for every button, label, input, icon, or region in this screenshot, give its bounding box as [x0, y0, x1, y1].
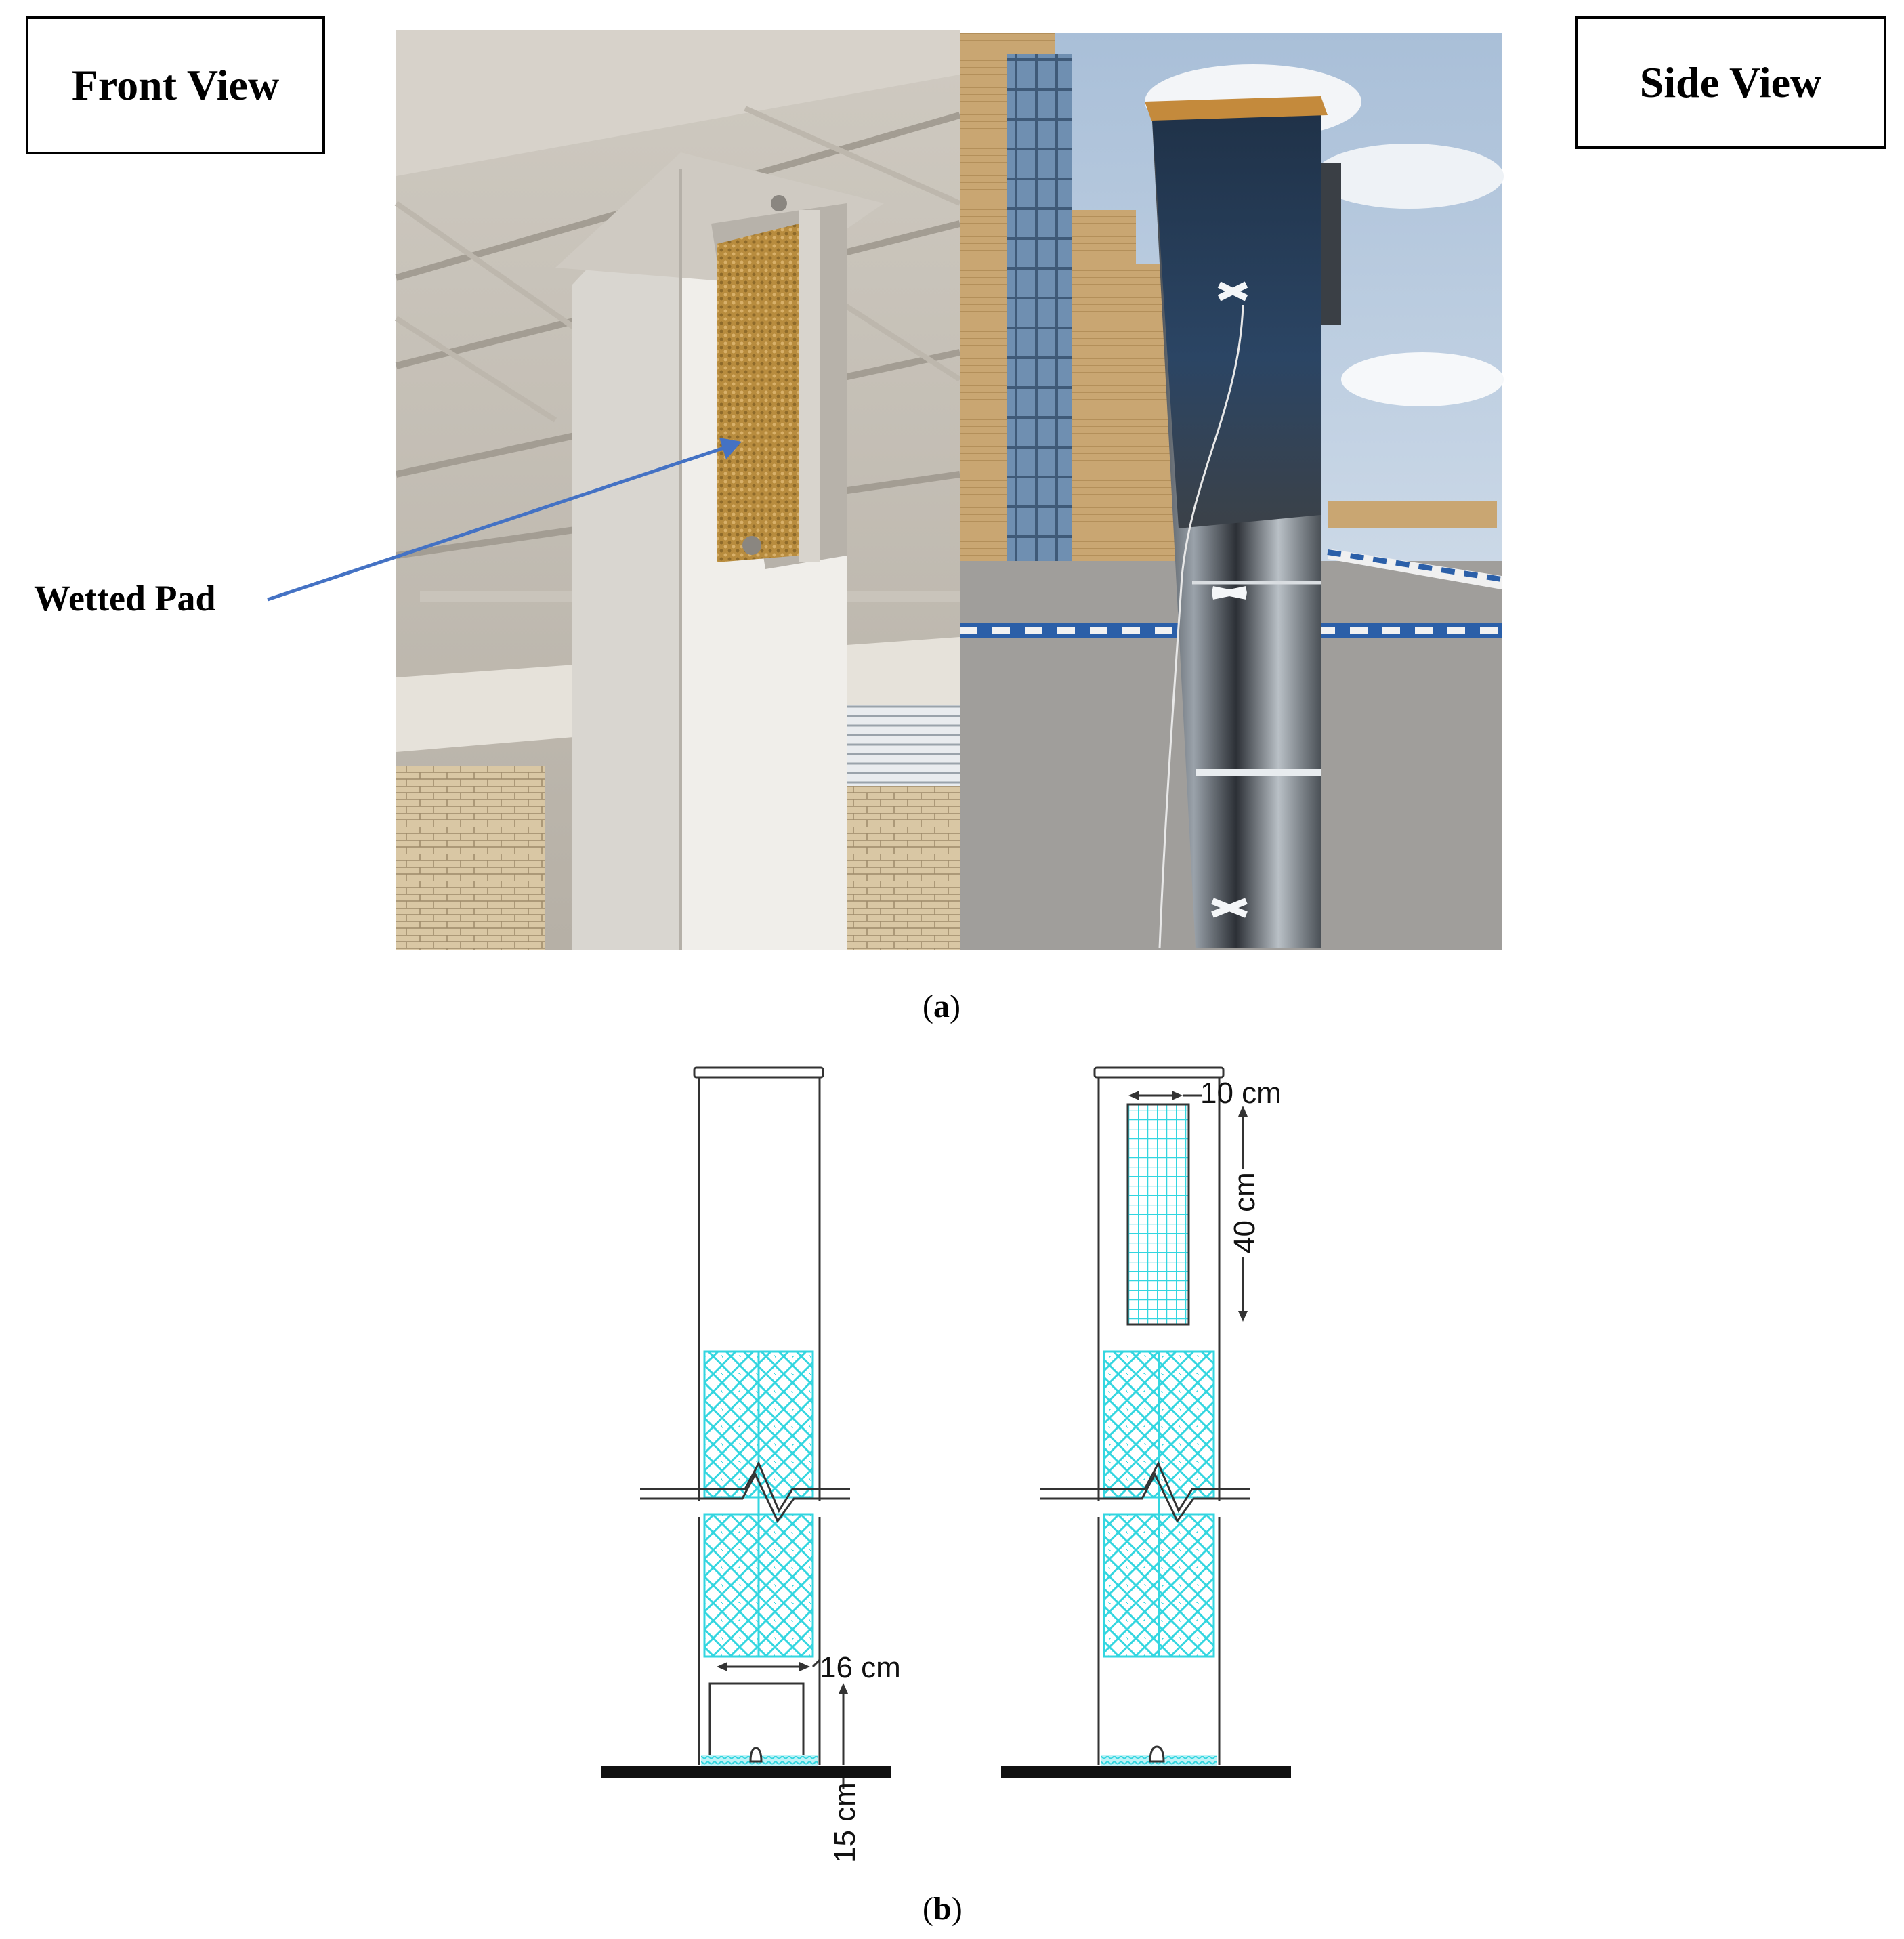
- side-drawing: 10 cm 40 cm: [1001, 1066, 1291, 1778]
- front-drawing: 16 cm 15 cm: [601, 1066, 901, 1863]
- wetted-pad-arrow: [267, 438, 742, 602]
- dim-15cm: 15 cm: [828, 1782, 862, 1863]
- dim-40cm: 40 cm: [1228, 1172, 1261, 1253]
- caption-b: (b): [923, 1891, 962, 1927]
- front-view-label: Front View: [71, 61, 280, 109]
- wetted-pad-label: Wetted Pad: [34, 578, 216, 619]
- front-view-photo: [394, 30, 962, 950]
- caption-a: (a): [923, 988, 960, 1024]
- dim-10cm: 10 cm: [1200, 1077, 1282, 1110]
- side-view-label: Side View: [1639, 58, 1822, 106]
- front-view-label-box: Front View: [26, 16, 325, 154]
- side-view-label-box: Side View: [1575, 16, 1886, 149]
- dim-16cm: 16 cm: [820, 1651, 901, 1684]
- side-view-photo: [960, 33, 1504, 950]
